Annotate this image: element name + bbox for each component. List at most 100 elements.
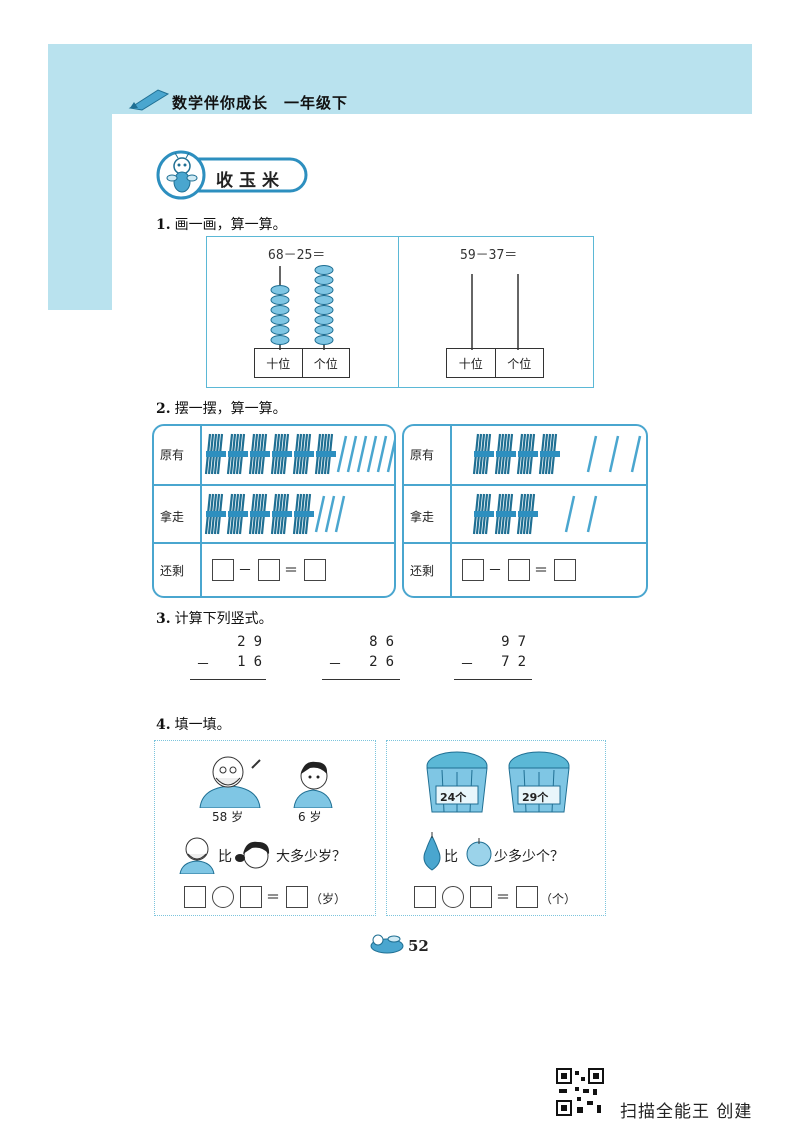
q3-title: 3.计算下列竖式。: [156, 608, 273, 628]
single-stick: [386, 439, 394, 473]
stick-bundle: [270, 433, 292, 475]
content-card: [112, 114, 752, 314]
grandpa-age: 58 岁: [212, 810, 244, 824]
age-question: 大多少岁？: [276, 849, 346, 865]
table-divider: [200, 426, 202, 596]
operator-circle[interactable]: [442, 886, 464, 908]
stick-bundle: [516, 433, 538, 475]
answer-box[interactable]: [508, 559, 530, 581]
stick-bundle: [472, 433, 494, 475]
abacus-bead: [270, 315, 290, 325]
single-stick: [356, 435, 368, 473]
operator-circle[interactable]: [212, 886, 234, 908]
abacus-bead: [270, 295, 290, 305]
answer-box[interactable]: [414, 886, 436, 908]
ones-label: 个位: [507, 356, 532, 371]
single-stick: [608, 435, 620, 473]
fruit-panel: [386, 740, 606, 916]
answer-box[interactable]: [286, 886, 308, 908]
stick-bundle: [204, 433, 226, 475]
single-stick: [366, 435, 378, 473]
calc-op: －: [328, 657, 342, 673]
abacus-bead: [314, 295, 334, 305]
stick-bundle: [292, 493, 314, 535]
single-stick: [334, 495, 346, 533]
q1-number: 1.: [156, 217, 171, 233]
unit-age: （岁）: [310, 892, 347, 906]
basket-left-count: 24个: [440, 791, 467, 804]
answer-box[interactable]: [554, 559, 576, 581]
stick-bundles-taken-left: [204, 493, 346, 535]
row-label-left: 还剩: [160, 564, 185, 578]
answer-box[interactable]: [470, 886, 492, 908]
q2-number: 2.: [156, 401, 171, 417]
equals-sign: ＝: [284, 563, 298, 579]
compare-word: 比: [444, 849, 458, 865]
boy-age: 6 岁: [298, 810, 322, 824]
abacus-bead: [270, 305, 290, 315]
minus-sign: －: [238, 563, 252, 579]
stick-bundle: [204, 493, 226, 535]
stick-bundles-taken-right: [472, 493, 598, 535]
answer-box[interactable]: [184, 886, 206, 908]
pear-basket-icon: [426, 751, 488, 813]
left-abacus-rods: [270, 265, 334, 350]
boy-icon: [293, 761, 333, 808]
left-stick-table: [152, 424, 396, 598]
answer-box[interactable]: [240, 886, 262, 908]
bee-mascot-icon: [166, 152, 198, 193]
row-label-taken: 拿走: [160, 510, 185, 524]
q4-text: 填一填。: [174, 717, 231, 733]
abacus-bead: [314, 325, 334, 335]
answer-box[interactable]: [258, 559, 280, 581]
calc-op: －: [460, 657, 474, 673]
vertical-calc: 97 － 72: [460, 634, 534, 674]
abacus-bead: [270, 285, 290, 295]
answer-box[interactable]: [516, 886, 538, 908]
equals-sign: ＝: [266, 890, 280, 906]
grandpa-small-icon: [179, 837, 215, 874]
age-panel: [154, 740, 376, 916]
page-number: 52: [408, 937, 429, 955]
answer-box[interactable]: [462, 559, 484, 581]
stick-bundle: [538, 433, 560, 475]
qr-code-icon[interactable]: [556, 1068, 604, 1116]
right-place-box: 十位 个位: [446, 348, 544, 378]
q4-title: 4.填一填。: [156, 714, 231, 734]
boy-small-icon: [235, 841, 270, 869]
section-badge: [156, 150, 308, 200]
stick-bundle: [494, 493, 516, 535]
vertical-calc: 86 － 26: [328, 634, 402, 674]
pencil-logo-icon: [128, 89, 170, 111]
abacus-bead: [314, 275, 334, 285]
unit-count: （个）: [540, 892, 577, 906]
row-label-taken: 拿走: [410, 510, 435, 524]
ones-label: 个位: [313, 356, 338, 371]
single-stick: [564, 495, 576, 533]
answer-box[interactable]: [304, 559, 326, 581]
single-stick: [314, 495, 326, 533]
equals-sign: ＝: [496, 890, 510, 906]
single-stick: [630, 435, 642, 473]
calc-line: [454, 679, 532, 680]
tens-label: 十位: [255, 349, 303, 377]
stick-bundles-original-left: [204, 433, 394, 475]
scanner-watermark: 扫描全能王 创建: [620, 1102, 753, 1122]
answer-box[interactable]: [212, 559, 234, 581]
stick-bundle: [494, 433, 516, 475]
q1-text: 画一画，算一算。: [174, 217, 287, 233]
stick-bundle: [226, 493, 248, 535]
table-divider: [450, 426, 452, 596]
basket-right-count: 29个: [522, 791, 549, 804]
q2-text: 摆一摆，算一算。: [174, 401, 287, 417]
table-divider: [404, 542, 646, 544]
stick-bundle: [472, 493, 494, 535]
grandpa-icon: [199, 756, 261, 808]
apple-icon: [466, 838, 492, 867]
calc-bottom: 16: [237, 654, 270, 670]
tens-beads: [270, 285, 290, 345]
right-abacus-rods: [471, 274, 519, 350]
q3-text: 计算下列竖式。: [174, 611, 273, 627]
left-place-box: 十位 个位: [254, 348, 350, 378]
abacus-bead: [270, 335, 290, 345]
